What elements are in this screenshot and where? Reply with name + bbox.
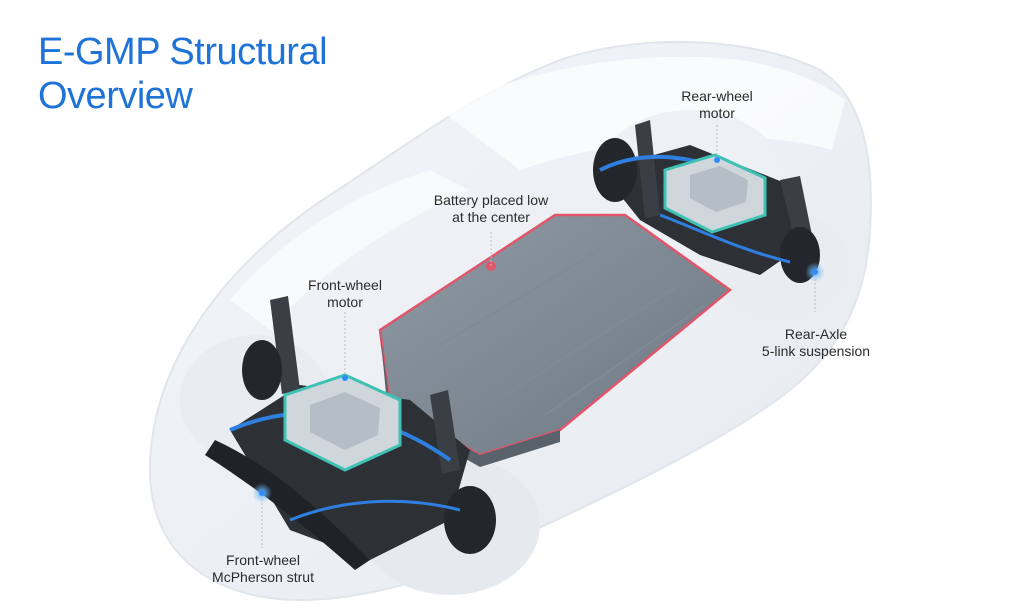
front-motor bbox=[283, 373, 402, 472]
label-front-mcpherson-strut: Front-wheel McPherson strut bbox=[212, 552, 314, 585]
label-front-wheel-motor: Front-wheel motor bbox=[308, 277, 382, 310]
leader-lines bbox=[261, 125, 816, 548]
page-title: E-GMP Structural Overview bbox=[38, 30, 328, 118]
rear-motor bbox=[663, 153, 767, 234]
label-rear-axle-suspension: Rear-Axle 5-link suspension bbox=[761, 326, 871, 359]
highlight-markers bbox=[252, 157, 825, 503]
label-battery: Battery placed low at the center bbox=[433, 192, 549, 225]
title-line-1: E-GMP Structural bbox=[38, 31, 328, 73]
title-line-2: Overview bbox=[38, 75, 193, 117]
label-rear-wheel-motor: Rear-wheel motor bbox=[681, 88, 753, 121]
